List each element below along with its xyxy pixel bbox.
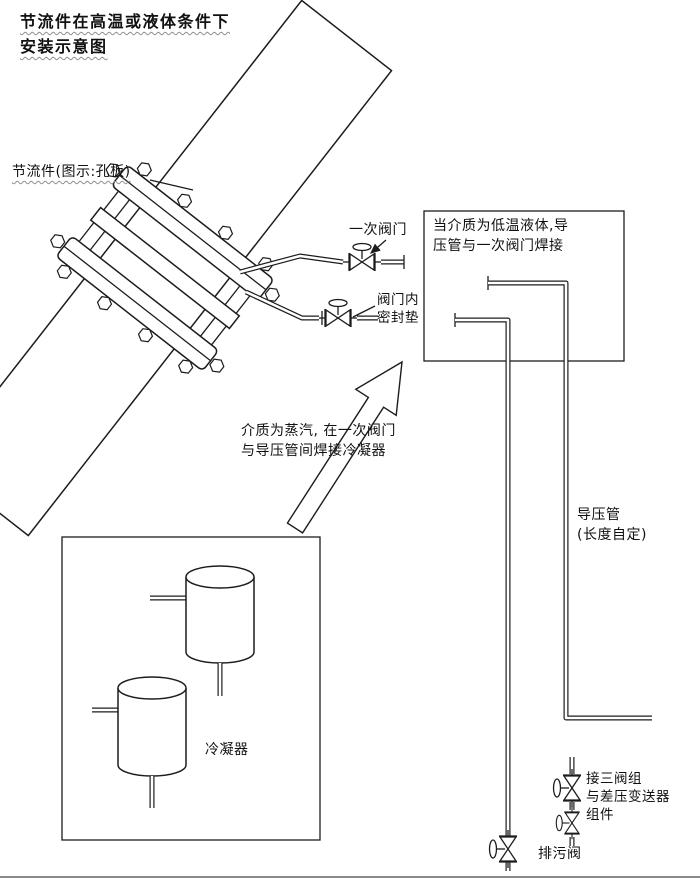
drain-valve-icon [488,829,518,869]
throttle-element-label: 节流件(图示:孔板) [12,164,131,180]
primary-valve-label: 一次阀门 [349,222,407,238]
impulse-pipe-label-line1: 导压管 [577,507,621,523]
steam-note-line1: 介质为蒸汽, 在一次阀门 [241,423,396,439]
impulse-pipe-label-line2: (长度自定) [577,527,647,543]
primary-valve-icon [342,242,382,272]
steam-note-arrow [286,360,403,534]
pressure-tap-tubes [239,253,405,325]
drain-valve-label: 排污阀 [538,846,582,862]
condenser-cylinder-1 [150,565,255,696]
throttle-leader-line [149,179,194,191]
manifold-label-line2: 与差压变送器 [586,789,670,805]
orifice-assembly [47,159,283,377]
manifold-label-line3: 组件 [586,807,614,823]
low-temp-note-box [423,210,625,362]
manifold-label-line1: 接三阀组 [586,771,642,787]
low-temp-note-line1: 当介质为低温液体,导 [433,218,569,234]
condenser-box [61,536,321,841]
gasket-leader-line [352,305,376,318]
steam-note-line2: 与导压管间焊接冷凝器 [241,443,386,459]
primary-valve-pointer-arrow [370,239,387,254]
page-title-line1: 节流件在高温或液体条件下 [20,12,231,31]
condenser-cylinder-2 [92,676,187,808]
gasket-label-line2: 密封垫 [377,310,419,326]
manifold-valve-icon [552,768,582,808]
gasket-label-line1: 阀门内 [377,292,419,308]
condenser-label: 冷凝器 [205,742,249,758]
low-temp-note-line2: 压管与一次阀门焊接 [433,238,564,254]
secondary-valve-icon [318,298,358,328]
orifice-plate [89,206,241,330]
page-title-line2: 安装示意图 [20,37,108,56]
manifold-valve-2-icon [555,806,581,840]
